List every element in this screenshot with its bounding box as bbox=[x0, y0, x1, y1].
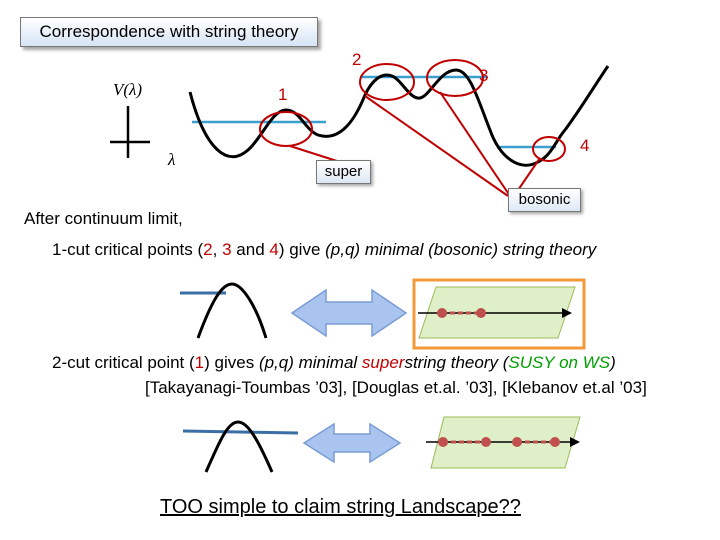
double-arrow-1 bbox=[290, 288, 408, 338]
super-cut-right-end-a bbox=[512, 437, 522, 447]
highlight-circle-1 bbox=[259, 111, 313, 147]
two-cut-point-1: 1 bbox=[194, 353, 205, 372]
pointer-bosonic-2 bbox=[364, 95, 509, 197]
references-text: [Takayanagi-Toumbas ’03], [Douglas et.al… bbox=[145, 378, 647, 397]
bosonic-cut-end-left bbox=[437, 308, 447, 318]
point-label-1: 1 bbox=[278, 85, 288, 104]
point-label-3: 3 bbox=[479, 66, 489, 85]
two-cut-mid: ) gives bbox=[204, 353, 259, 372]
two-cut-sentence: 2-cut critical point (1) gives (p,q) min… bbox=[52, 353, 616, 373]
two-cut-rest: string theory ( bbox=[404, 353, 509, 372]
one-cut-sep: , bbox=[212, 240, 223, 259]
two-cut-pq: (p,q) minimal bbox=[258, 353, 362, 372]
bosonic-cut-end-right bbox=[476, 308, 486, 318]
super-peak-curve bbox=[204, 420, 274, 473]
one-cut-sentence: 1-cut critical points (2, 3 and 4) give … bbox=[52, 240, 596, 260]
one-cut-point-4: 4 bbox=[269, 240, 279, 259]
after-continuum-text: After continuum limit, bbox=[24, 209, 183, 228]
v-lambda-label: V(λ) bbox=[113, 80, 143, 99]
two-cut-prefix: 2-cut critical point ( bbox=[52, 353, 195, 372]
point-label-2: 2 bbox=[352, 50, 362, 69]
bosonic-worldsheet-box bbox=[412, 278, 586, 350]
pointer-super bbox=[289, 145, 341, 163]
one-cut-point-2: 2 bbox=[203, 240, 213, 259]
super-axis-arrowhead bbox=[570, 437, 580, 447]
conclusion-text: TOO simple to claim string Landscape?? bbox=[160, 496, 521, 518]
slide-title: Correspondence with string theory bbox=[20, 17, 318, 47]
one-cut-theory: (p,q) minimal (bosonic) string theory bbox=[325, 240, 597, 259]
one-cut-point-3: 3 bbox=[222, 240, 232, 259]
two-cut-susy: SUSY on WS bbox=[508, 353, 611, 372]
potential-curve bbox=[188, 65, 610, 167]
super-callout: super bbox=[316, 160, 371, 184]
one-cut-prefix: 1-cut critical points ( bbox=[52, 240, 204, 259]
highlight-circle-4 bbox=[532, 136, 566, 162]
bosonic-axis-arrowhead bbox=[562, 308, 572, 318]
lambda-label: λ bbox=[168, 150, 176, 169]
highlight-circle-2 bbox=[359, 63, 415, 101]
super-cut-left-end-a bbox=[438, 437, 448, 447]
bosonic-peak-curve bbox=[196, 282, 268, 339]
pointer-bosonic-3 bbox=[439, 91, 511, 197]
point-label-4: 4 bbox=[580, 136, 590, 155]
super-level-line bbox=[182, 429, 299, 435]
highlight-circle-3 bbox=[426, 59, 484, 97]
bosonic-callout: bosonic bbox=[508, 188, 581, 212]
two-cut-close: ) bbox=[610, 353, 616, 372]
one-cut-mid: ) give bbox=[278, 240, 326, 259]
double-arrow-2 bbox=[302, 422, 402, 464]
two-cut-super: super bbox=[361, 353, 405, 372]
one-cut-and: and bbox=[231, 240, 270, 259]
super-cut-left-end-b bbox=[481, 437, 491, 447]
super-cut-right-end-b bbox=[550, 437, 560, 447]
